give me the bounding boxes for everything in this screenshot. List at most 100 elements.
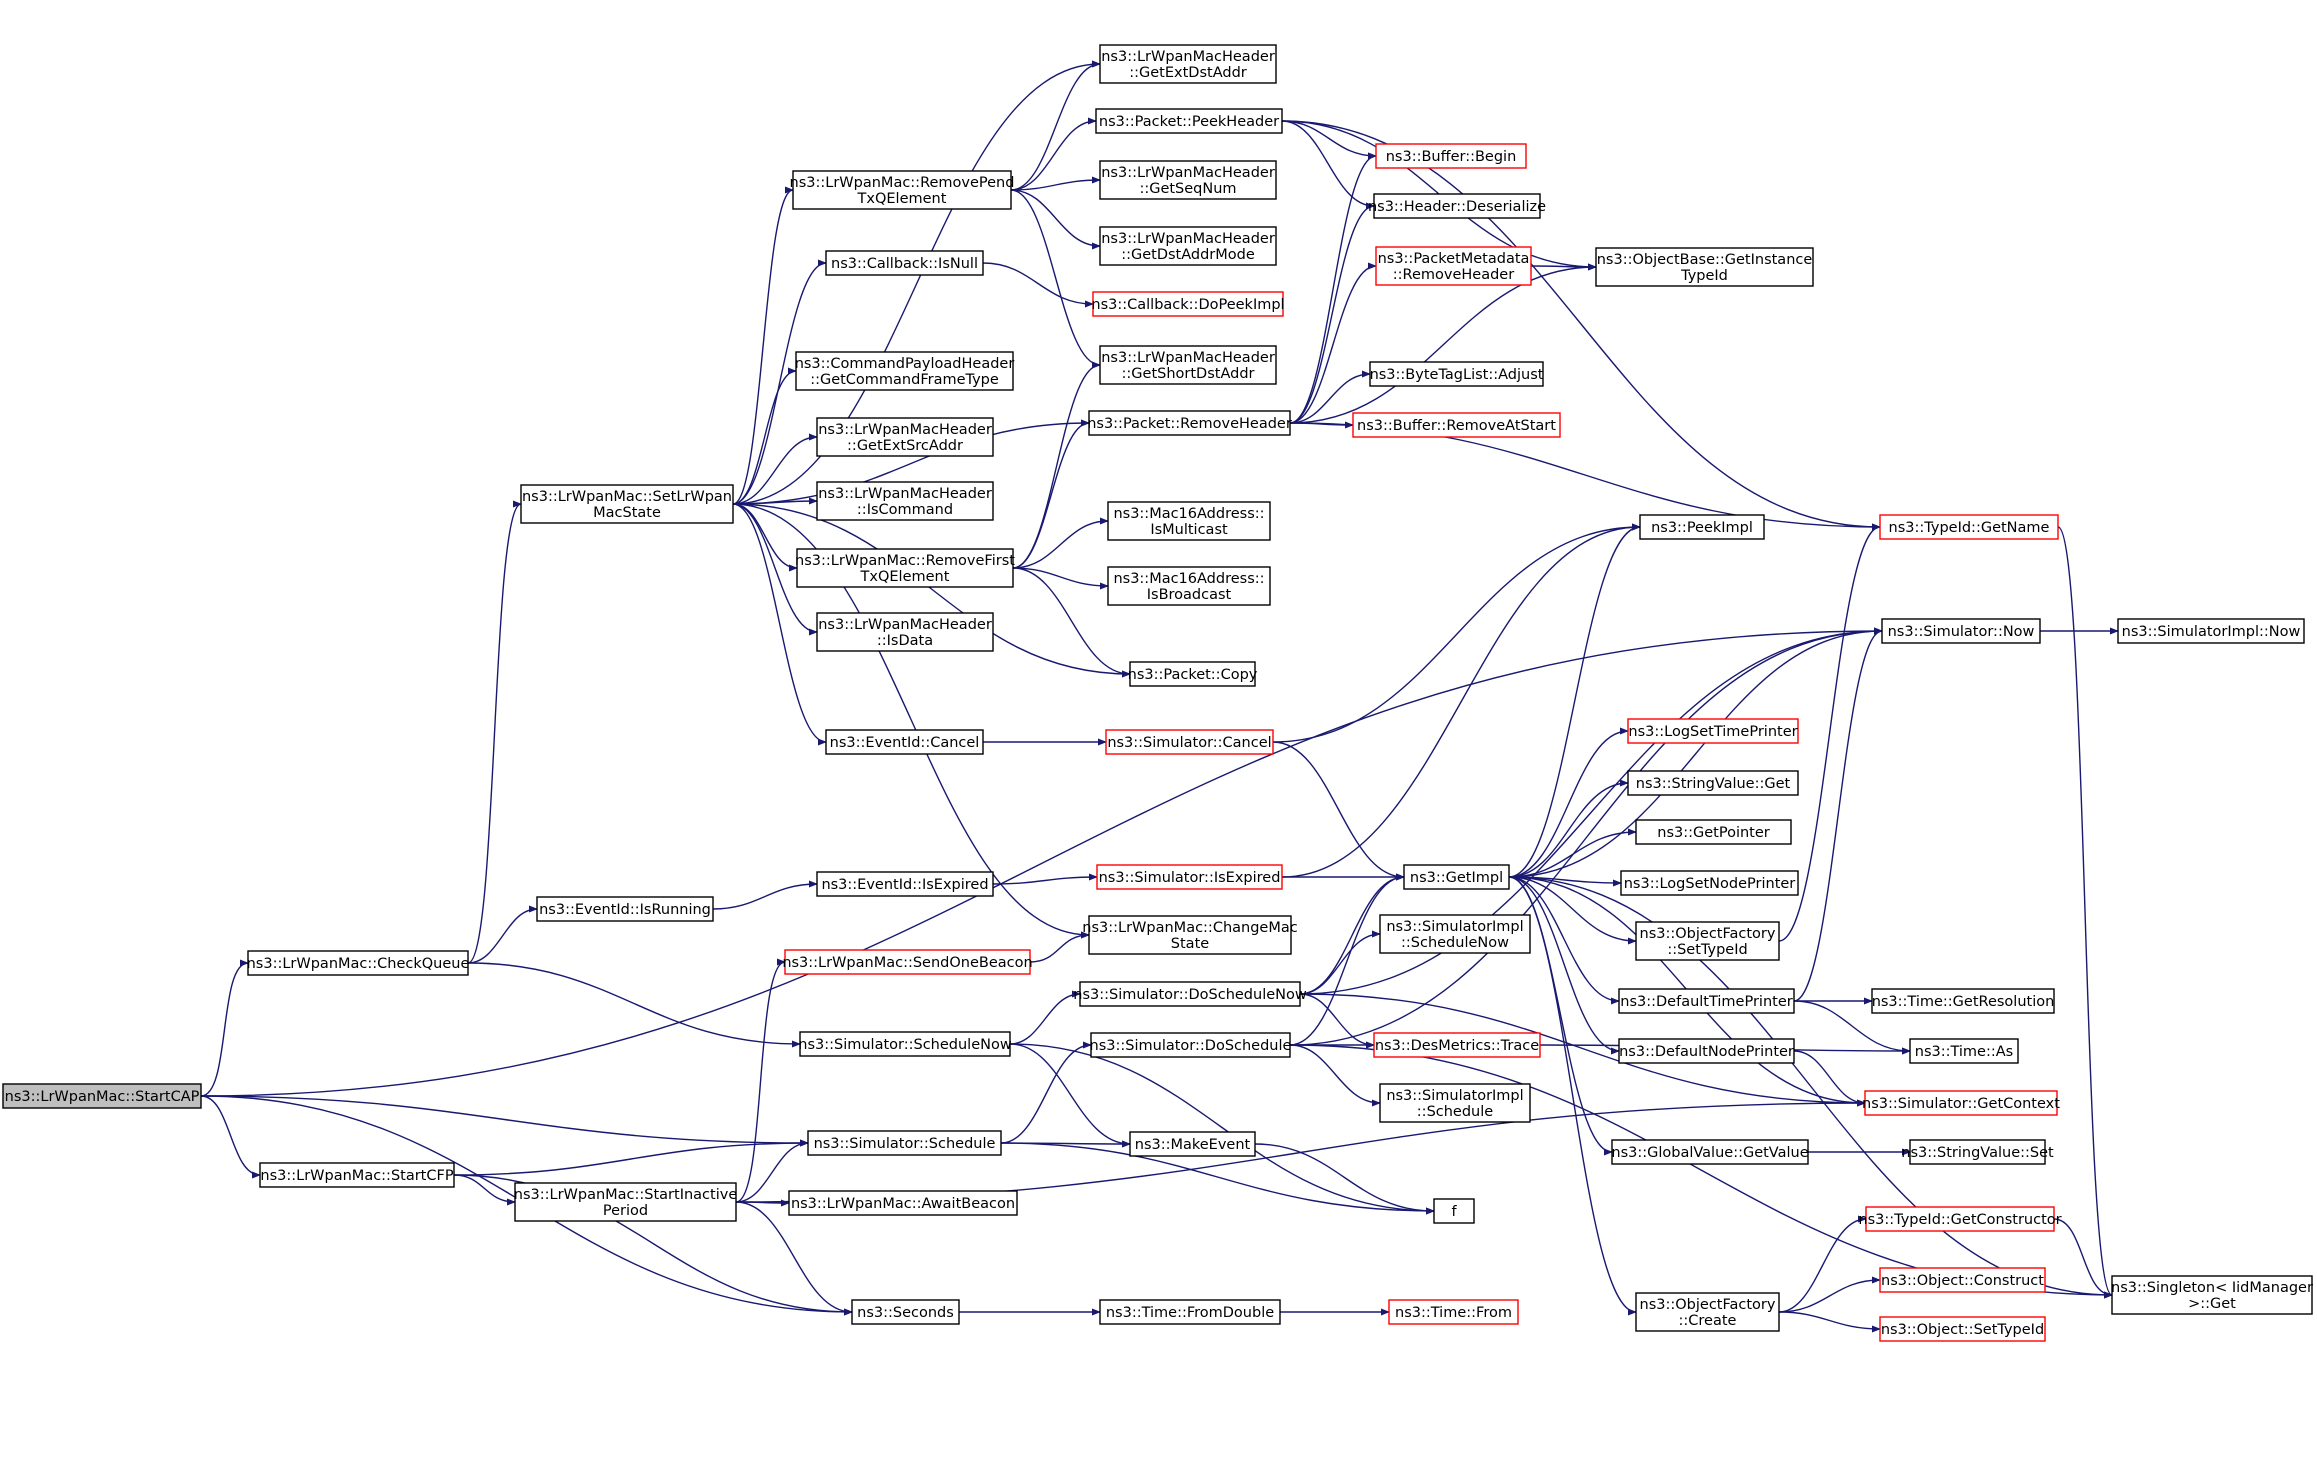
node-box[interactable] — [825, 729, 984, 755]
node-box[interactable] — [784, 949, 1031, 975]
node-pktmetarm[interactable]: ns3::PacketMetadata::RemoveHeader — [1375, 246, 1532, 286]
node-box[interactable] — [1088, 915, 1292, 955]
node-box[interactable] — [1129, 1131, 1256, 1157]
node-removeheader[interactable]: ns3::Packet::RemoveHeader — [1087, 410, 1292, 436]
node-objfactsettype[interactable]: ns3::ObjectFactory::SetTypeId — [1635, 921, 1780, 961]
node-pktcopy[interactable]: ns3::Packet::Copy — [1128, 661, 1258, 687]
node-bufrmstart[interactable]: ns3::Buffer::RemoveAtStart — [1352, 412, 1561, 438]
node-box[interactable] — [1627, 718, 1799, 744]
node-schedulenow[interactable]: ns3::Simulator::ScheduleNow — [798, 1031, 1012, 1057]
node-singleton[interactable]: ns3::Singleton< IidManager>::Get — [2111, 1275, 2313, 1315]
node-box[interactable] — [792, 170, 1012, 210]
node-box[interactable] — [1379, 914, 1531, 954]
node-destrace[interactable]: ns3::DesMetrics::Trace — [1373, 1032, 1541, 1058]
node-objfactcreate[interactable]: ns3::ObjectFactory::Create — [1635, 1292, 1780, 1332]
node-checkqueue[interactable]: ns3::LrWpanMac::CheckQueue — [247, 950, 470, 976]
node-timegetres[interactable]: ns3::Time::GetResolution — [1871, 988, 2055, 1014]
node-defnodeprinter[interactable]: ns3::DefaultNodePrinter — [1618, 1038, 1795, 1064]
node-box[interactable] — [1881, 618, 2041, 644]
node-box[interactable] — [816, 612, 994, 652]
node-isexpired[interactable]: ns3::EventId::IsExpired — [816, 871, 994, 897]
node-getextdst[interactable]: ns3::LrWpanMacHeader::GetExtDstAddr — [1099, 44, 1277, 84]
node-box[interactable] — [1595, 247, 1814, 287]
node-box[interactable] — [1099, 44, 1277, 84]
node-schedule[interactable]: ns3::Simulator::Schedule — [807, 1130, 1002, 1156]
node-box[interactable] — [788, 1190, 1018, 1216]
node-iscommand[interactable]: ns3::LrWpanMacHeader::IsCommand — [816, 481, 994, 521]
node-box[interactable] — [1095, 108, 1283, 134]
node-box[interactable] — [1373, 1032, 1541, 1058]
node-box[interactable] — [1107, 566, 1271, 606]
node-simisexpired[interactable]: ns3::Simulator::IsExpired — [1096, 864, 1283, 890]
node-box[interactable] — [1627, 770, 1799, 796]
node-box[interactable] — [1099, 345, 1277, 385]
node-box[interactable] — [1099, 226, 1277, 266]
node-timeas[interactable]: ns3::Time::As — [1909, 1038, 2019, 1064]
node-getextsrc[interactable]: ns3::LrWpanMacHeader::GetExtSrcAddr — [816, 417, 994, 457]
node-simimplnow[interactable]: ns3::SimulatorImpl::Now — [2117, 618, 2305, 644]
node-seconds[interactable]: ns3::Seconds — [851, 1299, 960, 1325]
node-box[interactable] — [1129, 661, 1256, 687]
node-strvalget[interactable]: ns3::StringValue::Get — [1627, 770, 1799, 796]
node-box[interactable] — [1618, 1038, 1795, 1064]
node-box[interactable] — [1105, 729, 1274, 755]
node-f[interactable]: f — [1433, 1198, 1475, 1224]
node-getdstmode[interactable]: ns3::LrWpanMacHeader::GetDstAddrMode — [1099, 226, 1277, 266]
node-box[interactable] — [1879, 514, 2059, 540]
node-getpointer[interactable]: ns3::GetPointer — [1635, 819, 1792, 845]
node-box[interactable] — [816, 481, 994, 521]
node-box[interactable] — [1909, 1038, 2019, 1064]
node-box[interactable] — [851, 1299, 960, 1325]
node-box[interactable] — [1090, 1032, 1291, 1058]
node-simcancel[interactable]: ns3::Simulator::Cancel — [1105, 729, 1274, 755]
node-ismulticast[interactable]: ns3::Mac16Address::IsMulticast — [1107, 501, 1271, 541]
node-typeidgetctor[interactable]: ns3::TypeId::GetConstructor — [1858, 1206, 2062, 1232]
node-box[interactable] — [1352, 412, 1561, 438]
node-box[interactable] — [1379, 1083, 1531, 1123]
node-peekheader[interactable]: ns3::Packet::PeekHeader — [1095, 108, 1283, 134]
node-box[interactable] — [795, 351, 1014, 391]
node-getcmdtype[interactable]: ns3::CommandPayloadHeader::GetCommandFra… — [795, 351, 1015, 391]
node-bytetag[interactable]: ns3::ByteTagList::Adjust — [1369, 361, 1544, 387]
node-box[interactable] — [1373, 193, 1541, 219]
node-box[interactable] — [2117, 618, 2305, 644]
node-logsetnode[interactable]: ns3::LogSetNodePrinter — [1620, 870, 1799, 896]
node-getshortdst[interactable]: ns3::LrWpanMacHeader::GetShortDstAddr — [1099, 345, 1277, 385]
node-box[interactable] — [520, 484, 734, 524]
node-box[interactable] — [1864, 1090, 2058, 1116]
node-logsettime[interactable]: ns3::LogSetTimePrinter — [1627, 718, 1799, 744]
node-startcap[interactable]: ns3::LrWpanMac::StartCAP — [2, 1083, 202, 1109]
node-box[interactable] — [1618, 988, 1795, 1014]
node-box[interactable] — [259, 1162, 455, 1188]
node-awaitbeacon[interactable]: ns3::LrWpanMac::AwaitBeacon — [788, 1190, 1018, 1216]
node-box[interactable] — [2, 1083, 202, 1109]
node-box[interactable] — [1909, 1139, 2046, 1165]
node-box[interactable] — [1620, 870, 1799, 896]
node-box[interactable] — [1639, 514, 1765, 540]
node-box[interactable] — [807, 1130, 1002, 1156]
node-box[interactable] — [2111, 1275, 2313, 1315]
node-timefrom[interactable]: ns3::Time::From — [1388, 1299, 1519, 1325]
node-doschedule[interactable]: ns3::Simulator::DoSchedule — [1090, 1032, 1292, 1058]
node-box[interactable] — [1865, 1206, 2055, 1232]
node-objconstruct[interactable]: ns3::Object::Construct — [1879, 1267, 2046, 1293]
node-strvalset[interactable]: ns3::StringValue::Set — [1901, 1139, 2054, 1165]
node-box[interactable] — [1088, 410, 1291, 436]
node-dopeekimpl[interactable]: ns3::Callback::DoPeekImpl — [1091, 291, 1285, 317]
node-simnow[interactable]: ns3::Simulator::Now — [1881, 618, 2041, 644]
node-box[interactable] — [1375, 143, 1527, 169]
node-box[interactable] — [1096, 864, 1283, 890]
node-box[interactable] — [1433, 1198, 1475, 1224]
node-getseqnum[interactable]: ns3::LrWpanMacHeader::GetSeqNum — [1099, 160, 1277, 200]
node-box[interactable] — [1107, 501, 1271, 541]
node-simimplschednow[interactable]: ns3::SimulatorImpl::ScheduleNow — [1379, 914, 1531, 954]
node-box[interactable] — [1879, 1267, 2046, 1293]
node-box[interactable] — [816, 417, 994, 457]
node-box[interactable] — [1369, 361, 1544, 387]
node-box[interactable] — [514, 1182, 737, 1222]
